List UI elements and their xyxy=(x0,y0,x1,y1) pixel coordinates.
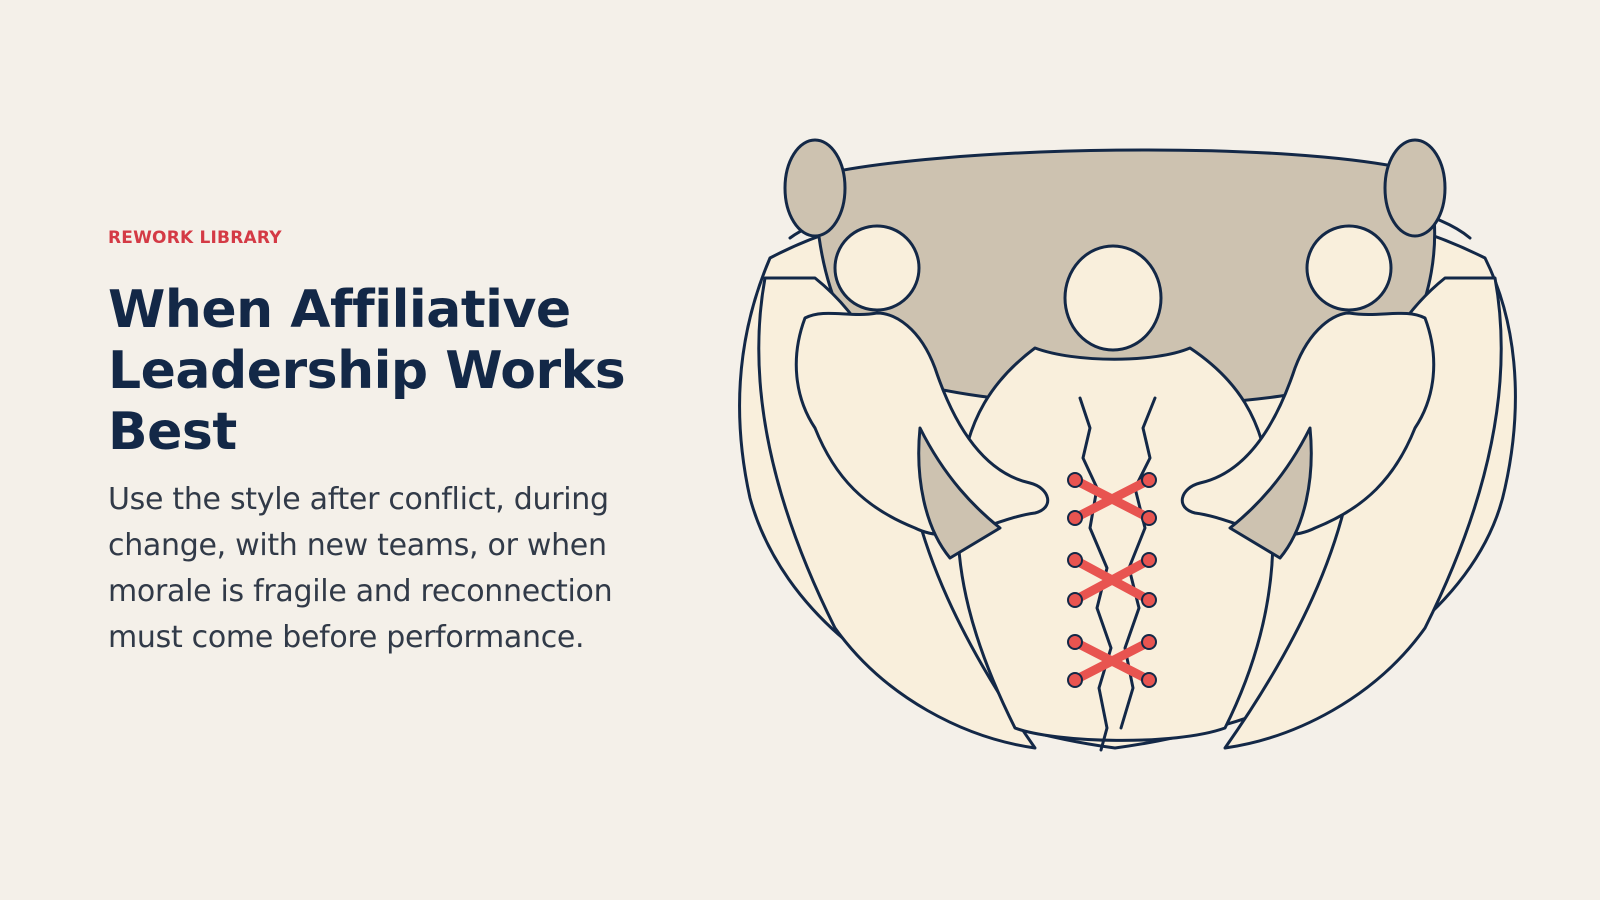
center-figure-body xyxy=(956,346,1275,742)
left-figure-head xyxy=(833,224,921,312)
lace-x-2 xyxy=(1067,552,1157,608)
back-right-head xyxy=(1383,138,1447,238)
left-gap xyxy=(917,426,1002,560)
stitched-bowl-illustration xyxy=(735,128,1535,773)
text-block: REWORK LIBRARY When Affiliative Leadersh… xyxy=(108,226,688,661)
right-figure-body xyxy=(1181,311,1436,537)
lace-x-3 xyxy=(1067,634,1157,688)
right-gap xyxy=(1228,426,1313,560)
lace-stitches xyxy=(1067,472,1157,688)
back-left-head xyxy=(783,138,847,238)
slide-title: When Affiliative Leadership Works Best xyxy=(108,280,626,462)
crack-line xyxy=(1078,396,1113,752)
right-figure-head xyxy=(1305,224,1393,312)
left-figure-body xyxy=(794,311,1049,537)
library-label: REWORK LIBRARY xyxy=(108,228,282,248)
bowl-of-people-icon xyxy=(738,138,1517,752)
center-figure-head xyxy=(1063,244,1163,352)
slide-subtitle: Use the style after conflict, during cha… xyxy=(108,482,613,655)
lace-x-1 xyxy=(1067,472,1157,526)
